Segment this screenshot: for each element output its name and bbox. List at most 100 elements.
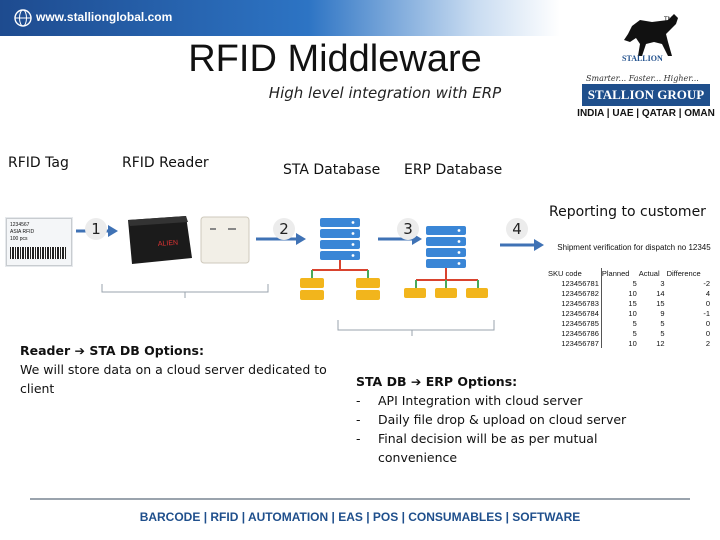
antenna-icon (200, 216, 250, 264)
logo-tagline: Smarter... Faster... Higher... (586, 74, 699, 83)
cell: 123456785 (548, 318, 602, 328)
erp-options-prefix: STA DB (356, 374, 407, 389)
arrow-right-icon (500, 239, 544, 251)
table-row: 123456787 10 12 2 (548, 338, 712, 348)
cell: 5 (632, 328, 637, 338)
cell: 5 (632, 318, 637, 328)
column-header: Actual (638, 268, 660, 278)
cell: 15 (628, 298, 637, 308)
cell: 5 (660, 328, 665, 338)
cell: -2 (703, 278, 710, 288)
step-badge: 2 (273, 218, 295, 240)
cell: 14 (656, 288, 665, 298)
logo-brand-small: STALLION (622, 54, 663, 63)
table-row: 123456782 10 14 4 (548, 288, 712, 298)
reader-options-title: Reader ➔ STA DB Options: (20, 341, 340, 360)
website-url[interactable]: www.stallionglobal.com (36, 10, 173, 24)
sta-server-cluster (300, 218, 380, 300)
cell: 123456783 (548, 298, 602, 308)
step-badge: 3 (397, 218, 419, 240)
reader-options-prefix: Reader (20, 343, 71, 358)
page-title: RFID Middleware (188, 38, 482, 80)
table-row: 123456783 15 15 0 (548, 298, 712, 308)
label-sta-database: STA Database (283, 162, 381, 178)
erp-options-heading: ERP Options: (425, 374, 518, 389)
cell: 0 (705, 318, 710, 328)
list-item: -API Integration with cloud server (356, 393, 583, 408)
tag-line-1: 1234567 (10, 222, 30, 228)
table-row: 123456786 5 5 0 (548, 328, 712, 338)
label-erp-database: ERP Database (404, 162, 503, 178)
erp-option-3: Final decision will be as per mutual con… (378, 431, 598, 465)
database-icon (300, 278, 380, 300)
label-rfid-tag: RFID Tag (8, 155, 69, 171)
erp-options-title: STA DB ➔ ERP Options: (356, 372, 656, 391)
footer-divider (30, 498, 690, 500)
tag-line-3: 100 pcs (10, 236, 28, 242)
cell: 2 (705, 338, 710, 348)
erp-option-2: Daily file drop & upload on cloud server (378, 412, 627, 427)
server-icon (426, 226, 466, 268)
cell: 0 (705, 298, 710, 308)
cell: 123456786 (548, 328, 602, 338)
logo-countries: INDIA | UAE | QATAR | OMAN (577, 108, 715, 119)
label-reporting: Reporting to customer (549, 204, 706, 220)
svg-text:ALIEN: ALIEN (158, 240, 179, 248)
step-badge: 4 (506, 218, 528, 240)
cell: 10 (628, 288, 637, 298)
tag-line-2: ASIA RFID (10, 229, 35, 235)
cell: 10 (628, 338, 637, 348)
step-badge: 1 (85, 218, 107, 240)
table-row: 123456781 5 3 -2 (548, 278, 712, 288)
globe-icon (14, 9, 32, 27)
table-row: 123456784 10 9 -1 (548, 308, 712, 318)
horse-logo-icon (624, 14, 678, 56)
cell: 9 (660, 308, 665, 318)
cell: 123456787 (548, 338, 602, 348)
list-item: -Daily file drop & upload on cloud serve… (356, 412, 627, 427)
barcode (10, 247, 66, 259)
shipment-table: SKU code Planned Actual Difference 12345… (548, 268, 712, 348)
logo-group-name: STALLION GROUP (582, 84, 710, 106)
cell: 123456784 (548, 308, 602, 318)
cell: 123456782 (548, 288, 602, 298)
rfid-tag-image: 1234567 ASIA RFID 100 pcs (6, 218, 72, 266)
reader-options-heading: STA DB Options: (89, 343, 204, 358)
cell: 5 (660, 318, 665, 328)
bracket-reader (101, 284, 269, 298)
column-header: SKU code (548, 268, 602, 278)
label-rfid-reader: RFID Reader (122, 155, 209, 171)
cell: 5 (632, 278, 637, 288)
trademark: TM (664, 16, 673, 23)
cell: 15 (656, 298, 665, 308)
cell: 12 (656, 338, 665, 348)
table-row: 123456785 5 5 0 (548, 318, 712, 328)
cell: 3 (660, 278, 665, 288)
table-header-row: SKU code Planned Actual Difference (548, 268, 712, 278)
stallion-logo: TM STALLION Smarter... Faster... Higher.… (572, 10, 715, 122)
column-header: Difference (666, 268, 701, 278)
arrow-right-icon: ➔ (74, 343, 85, 358)
page-subtitle: High level integration with ERP (268, 84, 502, 102)
arrow-right-icon: ➔ (410, 374, 422, 389)
database-icon (404, 288, 488, 298)
list-item: -Final decision will be as per mutual co… (356, 429, 656, 467)
cell: 0 (705, 328, 710, 338)
server-icon (320, 218, 360, 260)
arrow-right-icon (256, 233, 306, 245)
reader-options: Reader ➔ STA DB Options: We will store d… (20, 341, 340, 398)
cell: 4 (705, 288, 710, 298)
cell: -1 (703, 308, 710, 318)
erp-option-1: API Integration with cloud server (378, 393, 583, 408)
rfid-reader-icon: ALIEN (128, 216, 192, 264)
shipment-caption: Shipment verification for dispatch no 12… (557, 243, 711, 252)
cell: 123456781 (548, 278, 602, 288)
erp-options: STA DB ➔ ERP Options: -API Integration w… (356, 372, 656, 467)
header-bar: www.stallionglobal.com (0, 0, 560, 36)
reader-options-body: We will store data on a cloud server ded… (20, 362, 327, 396)
erp-server-cluster (404, 226, 488, 298)
bracket-erp (337, 320, 495, 336)
column-header: Planned (601, 268, 630, 278)
cell: 10 (628, 308, 637, 318)
footer-services: BARCODE | RFID | AUTOMATION | EAS | POS … (139, 510, 581, 524)
